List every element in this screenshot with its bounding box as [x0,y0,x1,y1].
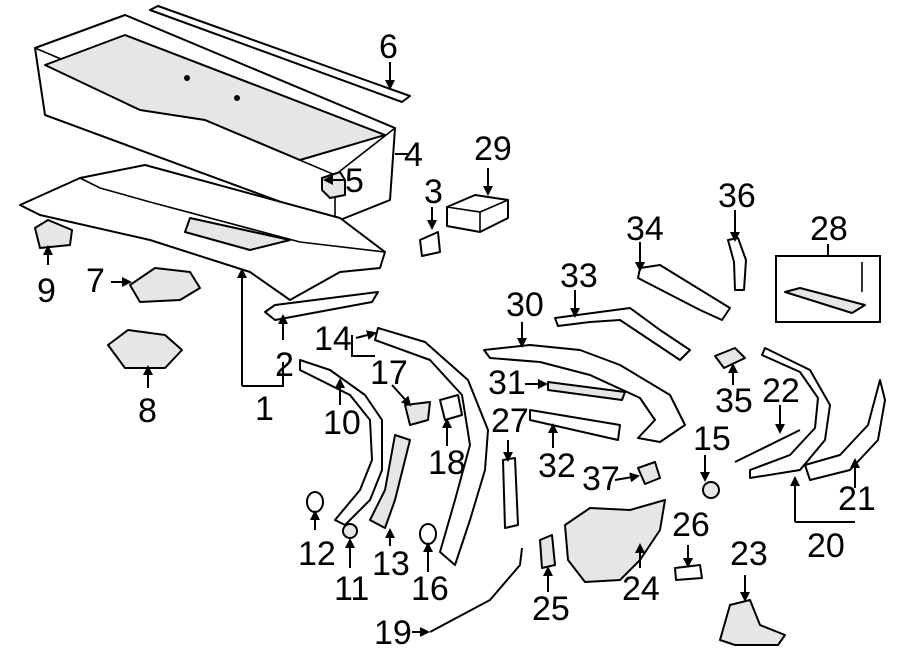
callout-37: 37 [582,460,620,498]
part-20-rail [749,347,831,479]
part-34-bracket [637,264,731,321]
callout-1: 1 [255,390,274,428]
part-19-cable [429,547,523,633]
part-9-bracket [34,219,73,249]
part-3-clip [419,231,441,257]
part-28-kit [775,255,881,323]
callout-27: 27 [491,402,529,440]
callout-36: 36 [718,177,756,215]
part-35-clip [714,347,746,369]
part-18-bracket [439,394,463,421]
callout-18: 18 [428,444,466,482]
part-11-fastener [342,523,358,539]
part-32-strip [529,409,621,441]
callout-19: 19 [374,614,412,652]
callout-4: 4 [404,136,423,174]
part-8-grille [107,329,183,369]
callout-16: 16 [411,570,449,608]
callout-22: 22 [762,372,800,410]
part-15-grommet [702,481,720,499]
callout-5: 5 [345,162,364,200]
part-14-panel [374,327,489,566]
part-30-arm [483,344,686,443]
callout-20: 20 [807,527,845,565]
leaders [43,62,860,637]
callout-6: 6 [379,28,398,66]
part-27-strip [502,457,519,529]
callout-26: 26 [672,506,710,544]
part-23-bracket [719,599,786,646]
part-31-strip [547,381,626,401]
callout-11: 11 [334,570,369,608]
part-10-trim [299,359,383,526]
part-33-link [554,307,691,361]
part-24-housing [564,499,666,583]
callout-17: 17 [370,354,408,392]
part-5-clip [321,171,346,199]
callout-10: 10 [323,404,361,442]
part-17-clip [404,401,431,426]
callout-7: 7 [86,262,105,300]
callout-2: 2 [275,346,294,384]
part-36-handle [727,237,747,291]
callout-25: 25 [532,590,570,628]
callout-30: 30 [506,286,544,324]
callout-12: 12 [298,535,336,573]
callouts: 6 4 5 29 3 9 7 8 2 1 14 17 10 18 12 11 1… [37,28,876,652]
callout-3: 3 [424,173,443,211]
callout-29: 29 [474,130,512,168]
part-25-clip [539,534,556,569]
part-26-plate [674,564,703,581]
part-37-clip [637,461,661,485]
callout-31: 31 [488,364,526,402]
part-21-rail [804,379,886,481]
callout-13: 13 [372,545,410,583]
part-7-speaker [129,267,201,303]
part-2-trim [264,291,379,321]
callout-21: 21 [838,480,876,518]
callout-32: 32 [538,447,576,485]
callout-33: 33 [560,257,598,295]
part-29-module [446,194,509,233]
callout-9: 9 [37,272,56,310]
callout-14: 14 [314,320,352,358]
part-6-strip [149,5,411,103]
callout-24: 24 [622,570,660,608]
part-1-rear-shelf [19,164,386,301]
callout-34: 34 [626,210,664,248]
part-22-strut [734,429,801,463]
part-16-plug [419,523,437,545]
callout-28: 28 [810,210,848,248]
callout-8: 8 [138,392,157,430]
part-12-plug [306,491,324,513]
callout-35: 35 [715,382,753,420]
part-4-package-tray [34,14,396,223]
callout-23: 23 [730,535,768,573]
callout-15: 15 [693,420,731,458]
